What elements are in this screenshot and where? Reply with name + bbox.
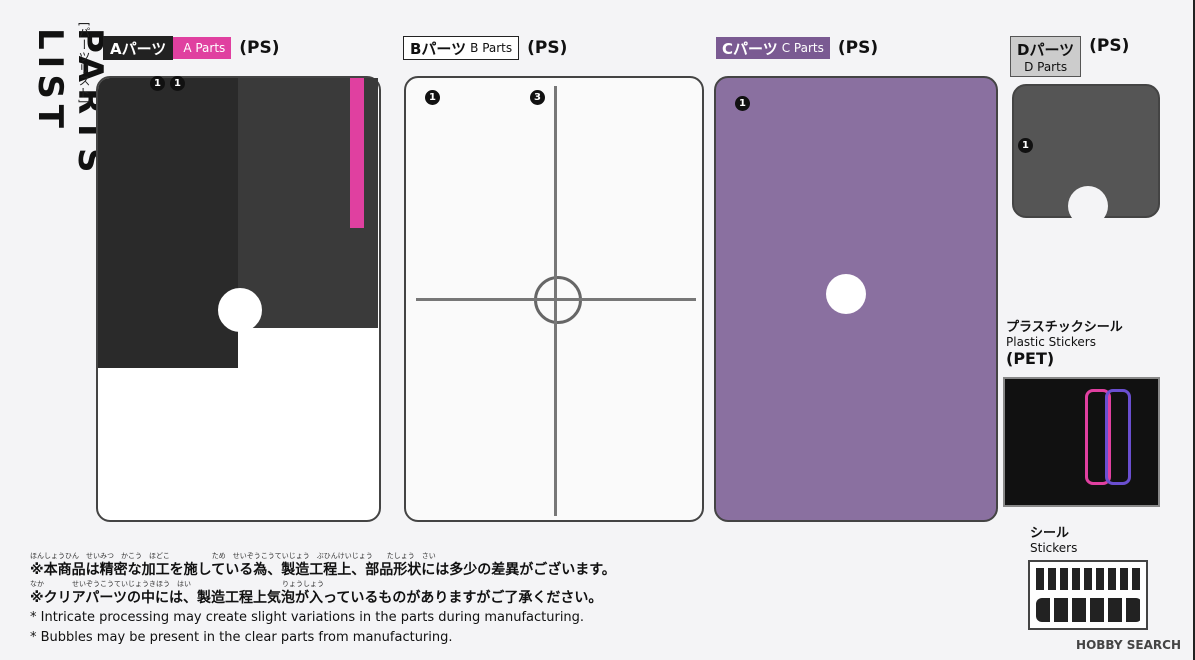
runner-b-spine	[554, 86, 557, 516]
ps-a: (PS)	[239, 38, 280, 58]
stickers-row-1	[1036, 568, 1142, 590]
tag-a: Aパーツ	[103, 36, 174, 60]
notes: ほんしょうひん せいみつ かこう ほどこ ため せいぞうこうていじょう ぶひんけ…	[30, 552, 616, 648]
note-line-3: * Intricate processing may create slight…	[30, 610, 585, 625]
ps-c: (PS)	[837, 38, 879, 58]
header-a: Aパーツ A Parts (PS)	[103, 36, 280, 60]
marker-c1: 1	[735, 96, 750, 111]
plastic-stickers-sheet	[1003, 377, 1160, 507]
stickers-label: シール Stickers	[1030, 522, 1077, 555]
runner-a-black	[98, 78, 238, 368]
plastic-stickers-label: プラスチックシール Plastic Stickers (PET)	[1006, 316, 1123, 368]
marker-b1: 1	[425, 90, 440, 105]
tag-b-en: B Parts	[470, 41, 513, 55]
note-line-4: * Bubbles may be present in the clear pa…	[30, 630, 453, 645]
page-subtitle: [パーツリスト]	[77, 22, 91, 104]
runner-d-gate	[1068, 186, 1108, 226]
watermark: HOBBY SEARCH	[1076, 638, 1181, 652]
tag-b-jp: Bパーツ	[410, 39, 467, 58]
stickers-en: Stickers	[1030, 541, 1078, 555]
stickers-sheet	[1028, 560, 1148, 630]
tag-c-jp: Cパーツ	[722, 39, 778, 58]
tag-d-jp: Dパーツ	[1017, 41, 1075, 59]
stickers-row-2	[1036, 598, 1142, 622]
runner-d	[1012, 84, 1160, 226]
note-ruby-2: なか せいぞうこうていじょうきほう はい りょうしょう	[30, 580, 324, 588]
note-line-1: ※本商品は精密な加工を施している為、製造工程上、部品形状には多少の差異がございま…	[30, 562, 616, 578]
tag-a-en: A Parts	[173, 37, 232, 59]
runner-a	[96, 76, 381, 522]
purple-sticker	[1105, 389, 1131, 485]
marker-1b: 1	[170, 76, 185, 91]
note-line-2: ※クリアパーツの中には、製造工程上気泡が入っているものがありますがご了承ください…	[30, 590, 603, 606]
note-ruby-1: ほんしょうひん せいみつ かこう ほどこ ため せいぞうこうていじょう ぶひんけ…	[30, 552, 436, 560]
stickers-jp: シール	[1030, 526, 1070, 541]
marker-b3: 3	[530, 90, 545, 105]
tag-a-en-text: A Parts	[183, 41, 226, 55]
ps-b: (PS)	[527, 38, 568, 58]
runner-c	[714, 76, 998, 522]
ps-d: (PS)	[1089, 36, 1130, 56]
header-d: Dパーツ D Parts (PS)	[1010, 36, 1130, 77]
plastic-stickers-pet: (PET)	[1006, 349, 1055, 368]
marker-1: 1	[150, 76, 165, 91]
marker-d1: 1	[1018, 138, 1033, 153]
tag-d-en: D Parts	[1024, 60, 1068, 74]
runner-c-gate	[826, 274, 866, 314]
runner-a-gate	[218, 288, 262, 332]
runner-b	[404, 76, 704, 522]
tag-a-jp: Aパーツ	[110, 39, 167, 58]
runner-a-pink	[350, 78, 364, 228]
parts-list-title: PARTS LIST [パーツリスト]	[28, 22, 110, 292]
tag-d: Dパーツ D Parts	[1010, 36, 1082, 77]
pink-sticker	[1085, 389, 1111, 485]
tag-c-en: C Parts	[781, 41, 824, 55]
plastic-stickers-jp: プラスチックシール	[1006, 320, 1123, 335]
plastic-stickers-en: Plastic Stickers	[1006, 335, 1096, 349]
